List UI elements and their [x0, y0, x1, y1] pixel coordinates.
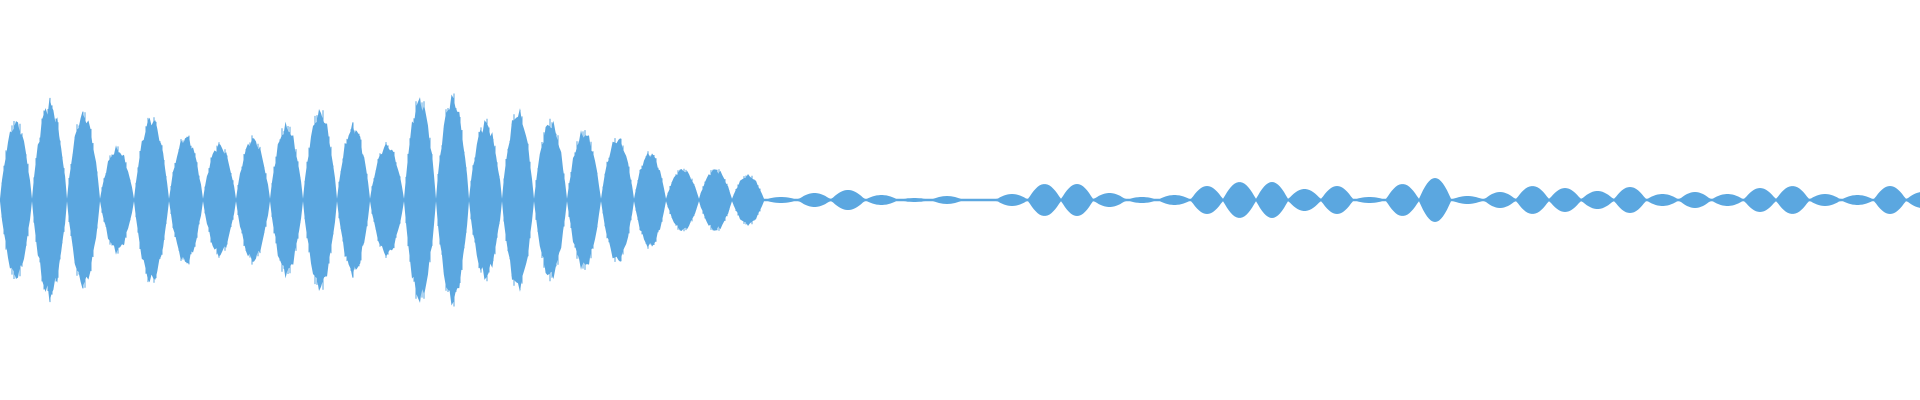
waveform-peaks [0, 93, 1920, 307]
